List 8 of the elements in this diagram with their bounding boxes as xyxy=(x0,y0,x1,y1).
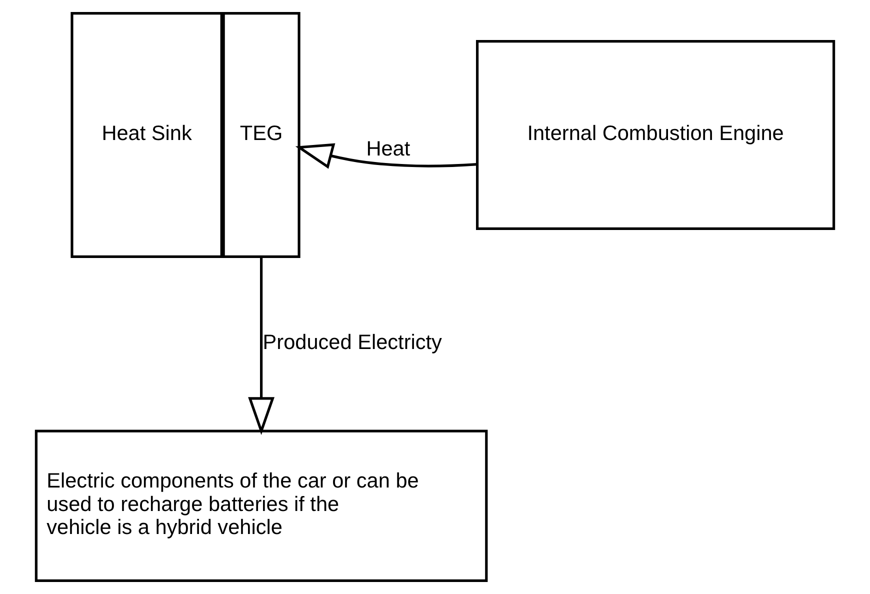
arrow xyxy=(295,143,478,169)
node-box: Heat Sink xyxy=(70,12,223,258)
edge-label: Produced Electricty xyxy=(262,330,442,354)
node-box: Electric components of the car or can be used to recharge batteries if the vehicle is a hybrid vehicle xyxy=(34,430,488,582)
node-box: Internal Combustion Engine xyxy=(476,40,836,230)
arrow xyxy=(248,256,275,435)
edge-label: Heat xyxy=(366,138,410,161)
node-box: TEG xyxy=(222,12,300,258)
